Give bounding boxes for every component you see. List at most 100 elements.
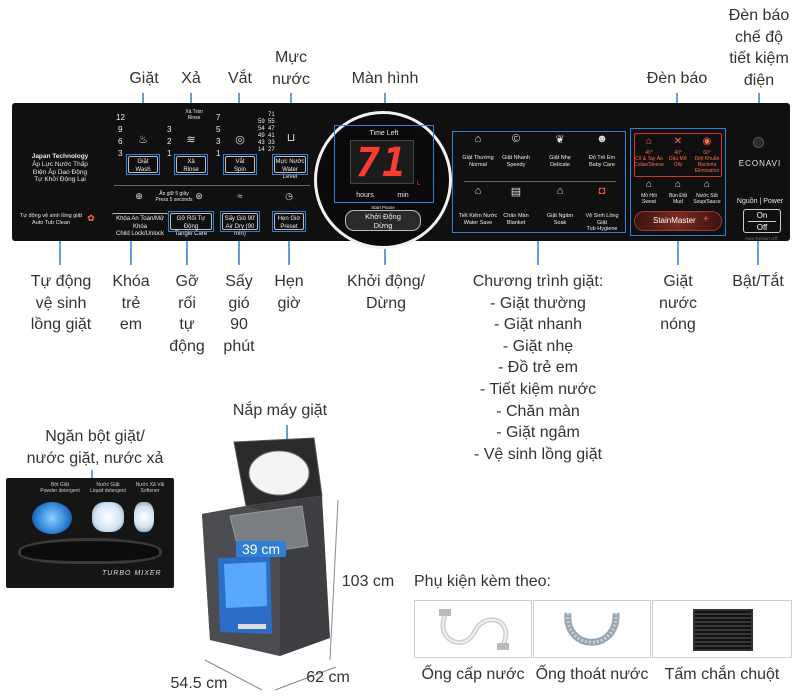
control-panel: Japan Technology Áp Lực Nước Thấp Điện Á… <box>12 103 790 249</box>
divider <box>464 181 616 182</box>
lock-icon: ⊕ <box>135 191 143 201</box>
wash-num: 6 <box>118 137 123 146</box>
mud-icon: ⌂ <box>674 179 682 190</box>
programs-callout-box <box>452 131 626 233</box>
wash-num: 9 <box>118 125 123 134</box>
indicator-callout-box <box>630 128 726 236</box>
wash-callout-box <box>126 154 160 175</box>
spin-num: 7 <box>216 113 221 122</box>
bacteria-icon: ◉ <box>702 136 712 147</box>
sauce-icon: ⌂ <box>703 179 711 190</box>
spin-callout-box <box>223 154 257 175</box>
collar-icon: ⌂ <box>645 136 653 147</box>
rinse-callout-box <box>174 154 208 175</box>
liquid-cup <box>92 502 124 532</box>
softener-cup <box>134 502 154 532</box>
accessory-rodent-guard <box>652 600 792 658</box>
stainmaster-button[interactable]: StainMaster + <box>634 211 722 231</box>
spin-num: 3 <box>216 137 221 146</box>
wash-num: 12 <box>116 113 125 122</box>
level-num: 54 <box>258 126 265 132</box>
wash-num: 3 <box>118 149 123 158</box>
leaf-icon: ❦ <box>555 134 565 146</box>
washing-machine-photo <box>202 437 330 656</box>
econavi-indicator-light <box>753 137 764 148</box>
preset-callout-box <box>272 211 306 232</box>
display-callout-box <box>334 125 434 203</box>
oily-icon: ✕ <box>673 136 683 147</box>
rodent-guard-image <box>693 609 753 651</box>
water-save-icon: ⌂ <box>474 185 482 197</box>
water-level-callout-box <box>272 154 308 175</box>
accessory-drain-hose <box>533 600 651 658</box>
label-display: Màn hình <box>351 70 419 87</box>
display-screen: 71 <box>350 140 414 185</box>
accessory-label-drain: Ống thoát nước <box>535 666 649 683</box>
time-left-label: Time Left <box>369 130 399 137</box>
height-dimension: 103 cm <box>341 573 395 590</box>
divider <box>114 185 310 186</box>
inlet-hose-image <box>439 609 509 650</box>
air-dry-button[interactable]: Sấy Gió 90'Air Dry (90 min) <box>222 213 258 237</box>
level-num: 33 <box>268 140 275 146</box>
timer-icon: ◷ <box>285 191 293 201</box>
label-lid: Nắp máy giặt <box>232 402 328 419</box>
speedy-icon: © <box>511 133 521 145</box>
hours-label: hours <box>356 192 374 199</box>
level-num: 71 <box>268 112 275 118</box>
brand-block: Japan Technology Áp Lực Nước Thấp Điện Á… <box>31 153 89 184</box>
drain-hose-image <box>564 612 620 646</box>
rinse-num: 2 <box>167 137 172 146</box>
air-dry-icon: ≈ <box>237 191 243 201</box>
width-dimension: 54.5 cm <box>170 675 228 692</box>
label-wash: Giặt <box>129 70 159 87</box>
baby-icon: ☻ <box>596 133 608 145</box>
level-num: 55 <box>268 119 275 125</box>
level-num: 59 <box>258 119 265 125</box>
start-pause-small: Start Pause <box>371 205 395 210</box>
label-rinse: Xả <box>181 70 201 87</box>
sweat-icon: ⌂ <box>645 179 653 190</box>
accessory-label-inlet: Ống cấp nước <box>421 666 525 683</box>
rinse-num: 1 <box>167 149 172 158</box>
depth-dimension: 62 cm <box>306 669 350 686</box>
power-title: Nguồn | Power <box>736 198 784 205</box>
econavi-label: ECONAVI <box>738 159 782 168</box>
level-num: 47 <box>268 126 275 132</box>
temp-indicator-box <box>634 133 722 177</box>
power-button[interactable]: On Off <box>743 209 781 233</box>
level-num: 41 <box>268 133 275 139</box>
tub-hygiene-icon: ◘ <box>598 185 606 197</box>
tangle-icon: ⊛ <box>195 191 203 201</box>
display-unit-l: L <box>417 181 421 187</box>
wash-icon: ♨ <box>138 134 148 146</box>
